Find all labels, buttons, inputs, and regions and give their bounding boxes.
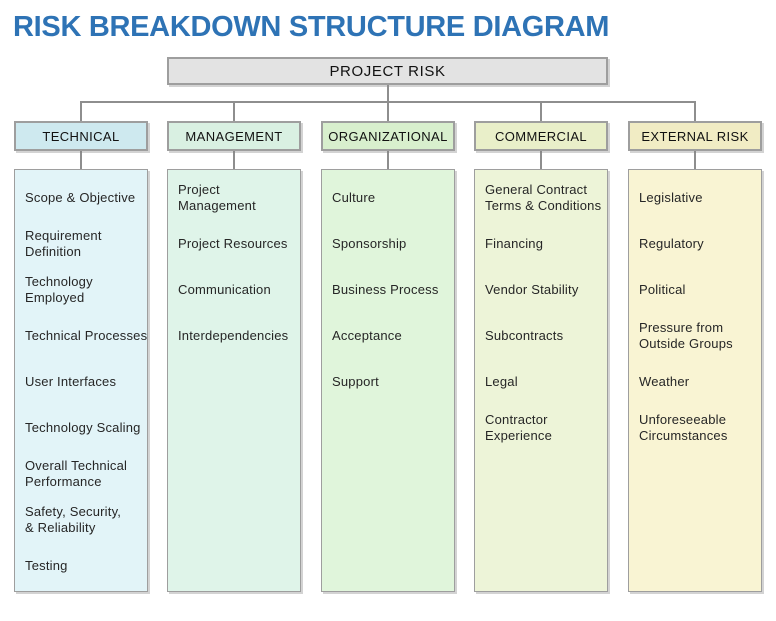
- risk-item-line: Legal: [485, 374, 518, 389]
- risk-item-line: Unforeseeable: [639, 412, 727, 427]
- risk-item-line: Culture: [332, 190, 376, 205]
- project-risk-label: PROJECT RISK: [329, 62, 446, 80]
- connector-branch-drop-3: [387, 101, 389, 121]
- risk-item: Sponsorship: [322, 221, 454, 267]
- category-header-technical: TECHNICAL: [14, 121, 148, 151]
- connector-header-stub-1: [80, 151, 82, 169]
- risk-item: Scope & Objective: [15, 175, 147, 221]
- risk-item: Acceptance: [322, 313, 454, 359]
- risk-item-line: Definition: [25, 244, 82, 259]
- risk-item-line: Terms & Conditions: [485, 198, 602, 213]
- connector-root-drop: [387, 85, 389, 103]
- risk-item-line: General Contract: [485, 182, 588, 197]
- connector-header-stub-3: [387, 151, 389, 169]
- connector-branch-drop-4: [540, 101, 542, 121]
- risk-item: Subcontracts: [475, 313, 607, 359]
- connector-header-stub-4: [540, 151, 542, 169]
- risk-item: Legal: [475, 359, 607, 405]
- risk-item-line: Regulatory: [639, 236, 704, 251]
- risk-item-line: Acceptance: [332, 328, 402, 343]
- risk-item-line: Legislative: [639, 190, 703, 205]
- risk-item-line: Subcontracts: [485, 328, 564, 343]
- risk-item-line: Project Resources: [178, 236, 288, 251]
- page-title: RISK BREAKDOWN STRUCTURE DIAGRAM: [13, 11, 610, 43]
- risk-item-line: Contractor: [485, 412, 548, 427]
- category-header-label: EXTERNAL RISK: [641, 128, 749, 144]
- category-header-label: MANAGEMENT: [185, 128, 283, 144]
- risk-item: Support: [322, 359, 454, 405]
- risk-item: Communication: [168, 267, 300, 313]
- risk-item: Interdependencies: [168, 313, 300, 359]
- risk-item: Business Process: [322, 267, 454, 313]
- risk-item-line: Employed: [25, 290, 85, 305]
- risk-item: Project Resources: [168, 221, 300, 267]
- category-header-label: ORGANIZATIONAL: [328, 128, 448, 144]
- risk-item-line: User Interfaces: [25, 374, 117, 389]
- risk-item-line: Technology Scaling: [25, 420, 141, 435]
- risk-item-line: Outside Groups: [639, 336, 733, 351]
- risk-item-line: Performance: [25, 474, 102, 489]
- risk-item-line: Overall Technical: [25, 458, 128, 473]
- risk-item-line: Pressure from: [639, 320, 724, 335]
- project-risk-node: PROJECT RISK: [167, 57, 608, 85]
- connector-header-stub-2: [233, 151, 235, 169]
- connector-branch-drop-5: [694, 101, 696, 121]
- category-header-external-risk: EXTERNAL RISK: [628, 121, 762, 151]
- risk-item-line: Experience: [485, 428, 553, 443]
- risk-item: Vendor Stability: [475, 267, 607, 313]
- category-header-label: TECHNICAL: [42, 128, 120, 144]
- risk-item-line: Support: [332, 374, 379, 389]
- category-header-commercial: COMMERCIAL: [474, 121, 608, 151]
- risk-item: User Interfaces: [15, 359, 147, 405]
- risk-item-line: Management: [178, 198, 256, 213]
- risk-item-line: Safety, Security,: [25, 504, 122, 519]
- risk-item: Technical Processes: [15, 313, 147, 359]
- risk-item-line: Circumstances: [639, 428, 728, 443]
- risk-item-line: Communication: [178, 282, 271, 297]
- risk-item-line: Political: [639, 282, 686, 297]
- risk-item-line: Business Process: [332, 282, 439, 297]
- risk-item: Safety, Security,& Reliability: [15, 497, 147, 543]
- risk-item: Political: [629, 267, 761, 313]
- risk-item-line: Interdependencies: [178, 328, 289, 343]
- risk-item-line: Testing: [25, 558, 68, 573]
- risk-item-line: Financing: [485, 236, 544, 251]
- category-header-management: MANAGEMENT: [167, 121, 301, 151]
- risk-item-line: Scope & Objective: [25, 190, 136, 205]
- risk-item: Regulatory: [629, 221, 761, 267]
- risk-item-line: Project: [178, 182, 220, 197]
- risk-item-line: Technology: [25, 274, 93, 289]
- risk-item-line: Technical Processes: [25, 328, 148, 343]
- category-header-label: COMMERCIAL: [494, 128, 588, 144]
- risk-item-line: & Reliability: [25, 520, 96, 535]
- risk-item: Legislative: [629, 175, 761, 221]
- connector-header-stub-5: [694, 151, 696, 169]
- risk-item-line: Sponsorship: [332, 236, 407, 251]
- risk-item: Weather: [629, 359, 761, 405]
- connector-branch-drop-2: [233, 101, 235, 121]
- risk-item: Culture: [322, 175, 454, 221]
- risk-item: Technology Scaling: [15, 405, 147, 451]
- category-header-organizational: ORGANIZATIONAL: [321, 121, 455, 151]
- risk-item-line: Vendor Stability: [485, 282, 579, 297]
- risk-item: Financing: [475, 221, 607, 267]
- risk-item: Testing: [15, 543, 147, 589]
- risk-item-line: Weather: [639, 374, 690, 389]
- connector-branch-drop-1: [80, 101, 82, 121]
- risk-item-line: Requirement: [25, 228, 102, 243]
